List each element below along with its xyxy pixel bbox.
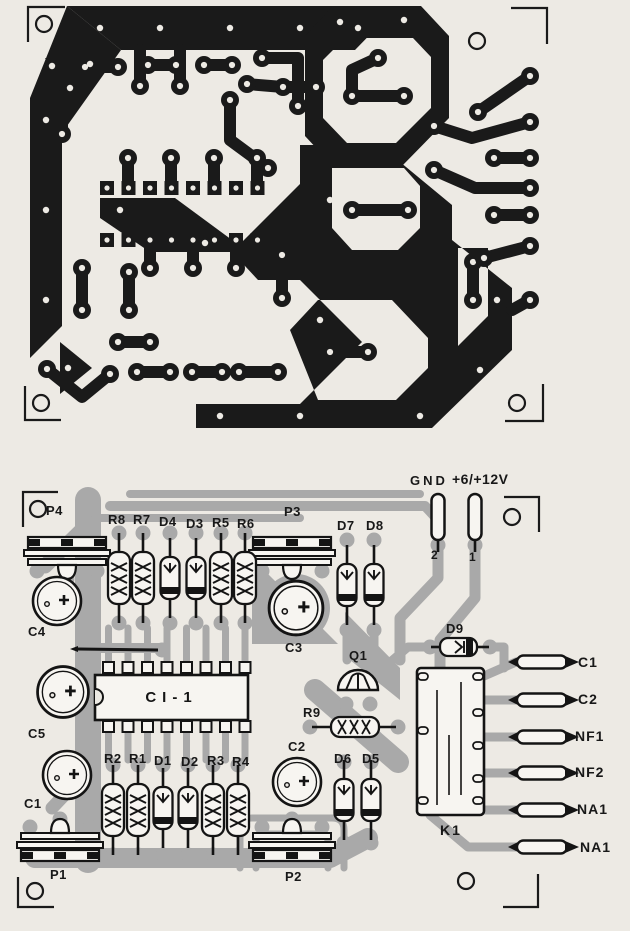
label-r4: R4 <box>232 754 250 769</box>
ic-ci1-text: CI-1 <box>145 688 198 706</box>
relay-k1 <box>415 666 486 817</box>
label-p3: P3 <box>284 504 301 519</box>
label-d8: D8 <box>366 518 384 533</box>
label-p4: P4 <box>46 503 63 518</box>
label-p2: P2 <box>285 869 302 884</box>
diode-d4 <box>159 536 181 620</box>
label-c2: C2 <box>288 739 306 754</box>
label-c3: C3 <box>285 640 303 655</box>
diode-d1 <box>152 766 174 850</box>
label-pin-1: 1 <box>469 550 477 564</box>
resistor-r9 <box>312 715 396 739</box>
diode-d6 <box>333 758 355 842</box>
capacitor-c4 <box>31 575 83 627</box>
label-c5: C5 <box>28 726 46 741</box>
label-q1: Q1 <box>349 648 368 663</box>
resistor-r2 <box>100 763 126 857</box>
terminal-label-na1a: NA1 <box>577 801 609 817</box>
capacitor-c1 <box>41 749 93 801</box>
label-pin-2: 2 <box>431 548 439 562</box>
transistor-q1 <box>336 668 380 692</box>
resistor-r1 <box>125 763 151 857</box>
terminal-lug-c2 <box>506 692 581 708</box>
label-r6: R6 <box>237 516 255 531</box>
label-supply: +6/+12V <box>452 471 509 487</box>
label-c1: C1 <box>24 796 42 811</box>
label-r9: R9 <box>303 705 321 720</box>
label-r3: R3 <box>207 753 225 768</box>
label-d9: D9 <box>446 621 464 636</box>
capacitor-c5 <box>36 665 90 719</box>
terminal-lug-na1b <box>506 839 581 855</box>
terminal-label-nf2: NF2 <box>575 764 605 780</box>
diode-d9 <box>431 636 489 658</box>
diode-d8 <box>363 543 385 627</box>
label-c4: C4 <box>28 624 46 639</box>
resistor-r8 <box>106 531 132 625</box>
label-r8: R8 <box>108 512 126 527</box>
diode-d5 <box>360 758 382 842</box>
capacitor-c2 <box>271 756 323 808</box>
label-p1: P1 <box>50 867 67 882</box>
label-d3: D3 <box>186 516 204 531</box>
label-r5: R5 <box>212 515 230 530</box>
label-d4: D4 <box>159 514 177 529</box>
capacitor-c3 <box>267 579 325 637</box>
terminal-label-c1: C1 <box>578 654 598 670</box>
label-r2: R2 <box>104 751 122 766</box>
resistor-r4 <box>225 763 251 857</box>
label-d2: D2 <box>181 754 199 769</box>
terminal-lug-na1a <box>506 802 581 818</box>
label-d7: D7 <box>337 518 355 533</box>
copper-artwork <box>23 5 549 428</box>
label-d5: D5 <box>362 751 380 766</box>
resistor-r7 <box>130 531 156 625</box>
diode-d2 <box>177 766 199 850</box>
diode-d7 <box>336 543 358 627</box>
label-d6: D6 <box>334 751 352 766</box>
component-layout <box>15 487 581 909</box>
label-r7: R7 <box>133 512 151 527</box>
resistor-r5 <box>208 531 234 625</box>
label-d1: D1 <box>154 753 172 768</box>
resistor-r3 <box>200 763 226 857</box>
terminal-label-na1b: NA1 <box>580 839 612 855</box>
terminal-label-c2: C2 <box>578 691 598 707</box>
terminal-lug-nf1 <box>506 729 581 745</box>
label-r1: R1 <box>129 751 147 766</box>
terminal-lug-nf2 <box>506 765 581 781</box>
diode-d3 <box>185 536 207 620</box>
terminal-label-nf1: NF1 <box>575 728 605 744</box>
label-gnd: GND <box>410 473 448 488</box>
jumper-wire <box>70 646 159 652</box>
terminal-lug-c1 <box>506 654 581 670</box>
label-k1: K1 <box>440 822 462 838</box>
ic-ci1 <box>93 661 252 733</box>
